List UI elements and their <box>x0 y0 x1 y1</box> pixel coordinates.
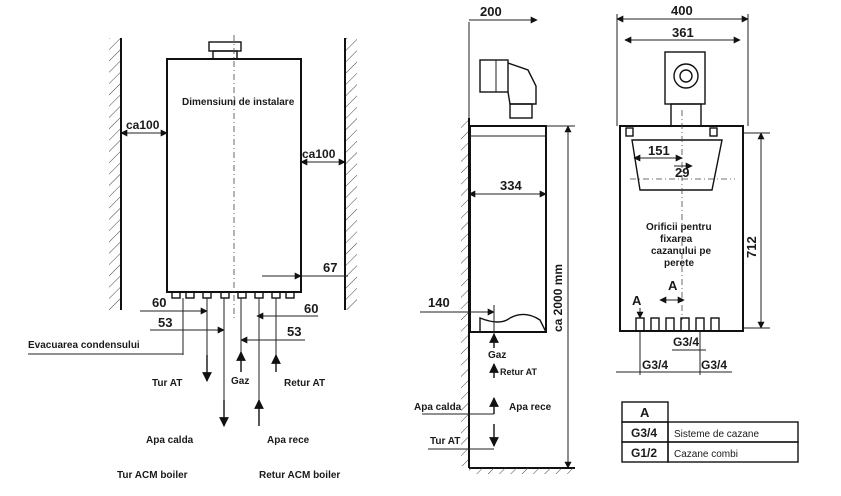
rear-dim-361: 361 <box>672 25 694 40</box>
side-dim-140: 140 <box>428 295 450 310</box>
front-dim-67: 67 <box>323 260 337 275</box>
rear-label-a-mid: A <box>668 278 678 293</box>
front-left-wall <box>109 38 122 310</box>
rear-mounting-line4: perete <box>664 258 694 269</box>
front-dim-right-60: 60 <box>304 301 318 316</box>
rear-dim-151: 151 <box>648 143 670 158</box>
front-label-apa-calda: Apa calda <box>146 435 194 446</box>
front-label-gaz: Gaz <box>231 376 249 387</box>
rear-flue <box>664 51 706 127</box>
rear-bottom-connectors <box>635 317 720 332</box>
side-label-apa-rece: Apa rece <box>509 402 552 413</box>
rear-mounting-line1: Orificii pentru <box>646 222 712 233</box>
rear-mounting-line3: cazanului pe <box>651 246 711 257</box>
side-boiler-body <box>469 125 547 333</box>
front-dim-right-clearance: ca100 <box>302 147 336 161</box>
side-flue-elbow <box>479 59 537 119</box>
front-view: Dimensiuni de instalare ca100 ca100 67 6… <box>28 35 357 481</box>
legend-header: A <box>640 405 650 420</box>
legend-row1-desc: Sisteme de cazane <box>674 429 759 440</box>
front-dim-left-clearance: ca100 <box>126 118 160 132</box>
front-flue <box>208 41 242 60</box>
front-label-retur-at: Retur AT <box>284 378 325 389</box>
side-dim-height: ca 2000 mm <box>551 264 565 332</box>
legend-row2-code: G1/2 <box>631 446 657 460</box>
legend-table: A G3/4 Sisteme de cazane G1/2 Cazane com… <box>621 401 799 463</box>
rear-dim-400: 400 <box>671 3 693 18</box>
side-dim-200: 200 <box>480 4 502 19</box>
side-label-apa-calda: Apa calda <box>414 402 462 413</box>
side-label-tur-at: Tur AT <box>430 436 460 447</box>
legend-row2-desc: Cazane combi <box>674 449 738 460</box>
rear-dim-712: 712 <box>744 236 759 258</box>
front-label-tur-at: Tur AT <box>152 378 182 389</box>
side-view: 200 334 140 ca 2000 mm Gaz Retur AT Apa … <box>414 4 575 474</box>
front-label-retur-acm: Retur ACM boiler <box>259 470 340 481</box>
front-label-tur-acm: Tur ACM boiler <box>117 470 188 481</box>
front-right-wall <box>344 38 357 310</box>
front-dim-left-53: 53 <box>158 315 172 330</box>
rear-label-g34-right: G3/4 <box>701 358 727 372</box>
rear-label-a-left: A <box>632 293 642 308</box>
legend-row1-code: G3/4 <box>631 426 657 440</box>
side-label-retur-at: Retur AT <box>500 367 538 377</box>
front-title: Dimensiuni de instalare <box>182 97 295 108</box>
side-label-gaz: Gaz <box>488 350 506 361</box>
side-dim-334: 334 <box>500 178 522 193</box>
rear-mounting-line2: fixarea <box>660 234 693 245</box>
rear-label-g34-left: G3/4 <box>642 358 668 372</box>
front-dim-right-53: 53 <box>287 324 301 339</box>
rear-view: 400 361 151 29 Orificii pentru fixarea c… <box>616 3 770 375</box>
front-label-apa-rece: Apa rece <box>267 435 310 446</box>
front-dim-left-60: 60 <box>152 295 166 310</box>
rear-label-g34-center: G3/4 <box>673 335 699 349</box>
front-label-condensate: Evacuarea condensului <box>28 340 140 351</box>
rear-dim-29: 29 <box>675 165 689 180</box>
